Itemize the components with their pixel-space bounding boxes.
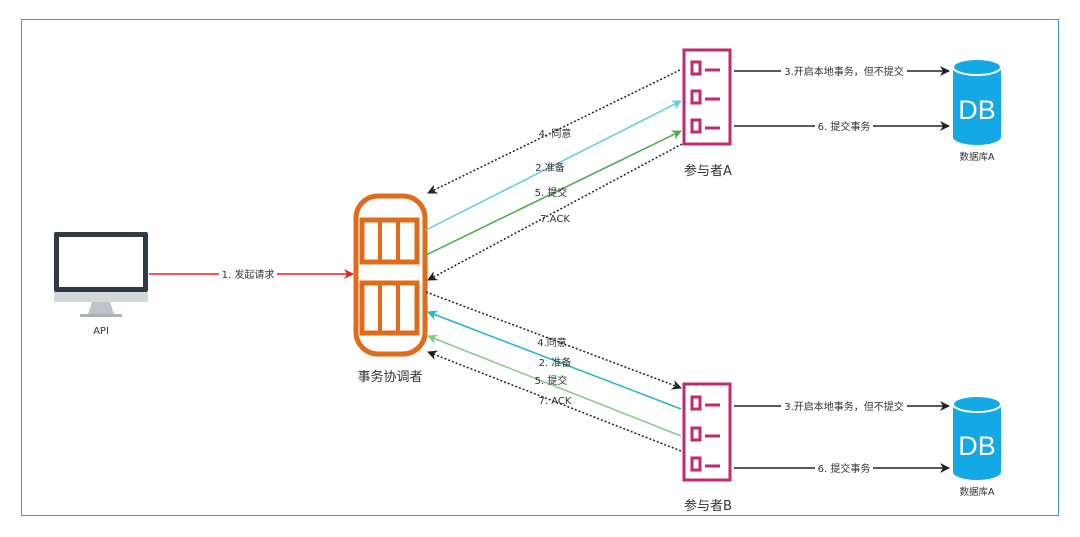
coordinator-label: 事务协调者	[357, 369, 422, 385]
a-prepare-arrow	[425, 100, 682, 231]
diagram-frame	[21, 19, 1059, 516]
a-commit-tx-label: 6. 提交事务	[818, 120, 871, 133]
checklist-icon	[682, 48, 732, 146]
b-agree-label: 4.同意	[537, 336, 567, 349]
db-icon-text: DB	[958, 95, 996, 125]
coordinator-node: 事务协调者	[353, 193, 428, 385]
database-a-top-node: DB 数据库A	[952, 58, 1002, 163]
database-icon: DB	[952, 58, 1002, 145]
b-commit-arrow	[427, 334, 682, 437]
participant-a-label: 参与者A	[684, 163, 732, 179]
database-a-bottom-node: DB 数据库A	[952, 395, 1002, 498]
a-prepare-label: 2.准备	[535, 161, 565, 174]
monitor-icon	[54, 232, 148, 317]
database-a-top-label: 数据库A	[960, 151, 996, 163]
b-prepare-arrow	[427, 310, 682, 410]
a-ack-arrow	[427, 143, 683, 281]
edge-labels: 1. 发起请求 4. 同意 2.准备 5. 提交 7.ACK 3.开启本地事务，…	[219, 65, 907, 475]
api-node: API	[54, 232, 148, 337]
b-commit-tx-label: 6. 提交事务	[818, 462, 871, 475]
b-agree-arrow	[425, 291, 682, 390]
checklist-icon	[682, 382, 732, 482]
a-start-local-label: 3.开启本地事务，但不提交	[784, 65, 904, 78]
api-label: API	[93, 326, 109, 337]
server-rack-icon	[353, 193, 428, 357]
request-label: 1. 发起请求	[222, 268, 275, 281]
b-prepare-label: 2. 准备	[539, 356, 572, 369]
a-ack-label: 7.ACK	[540, 214, 570, 225]
participant-b-label: 参与者B	[684, 498, 732, 514]
b-commit-label: 5. 提交	[535, 374, 568, 387]
a-commit-label: 5. 提交	[535, 186, 568, 199]
db-icon-text: DB	[958, 431, 996, 461]
participant-b-node: 参与者B	[682, 382, 732, 514]
b-ack-arrow	[427, 350, 682, 452]
participant-a-node: 参与者A	[682, 48, 732, 179]
a-agree-label: 4. 同意	[539, 127, 572, 140]
database-a-bottom-label: 数据库A	[960, 486, 996, 498]
b-start-local-label: 3.开启本地事务，但不提交	[784, 400, 904, 413]
a-agree-arrow	[427, 69, 681, 194]
a-commit-arrow	[425, 130, 682, 256]
b-ack-label: 7. ACK	[539, 396, 572, 407]
database-icon: DB	[952, 395, 1002, 480]
